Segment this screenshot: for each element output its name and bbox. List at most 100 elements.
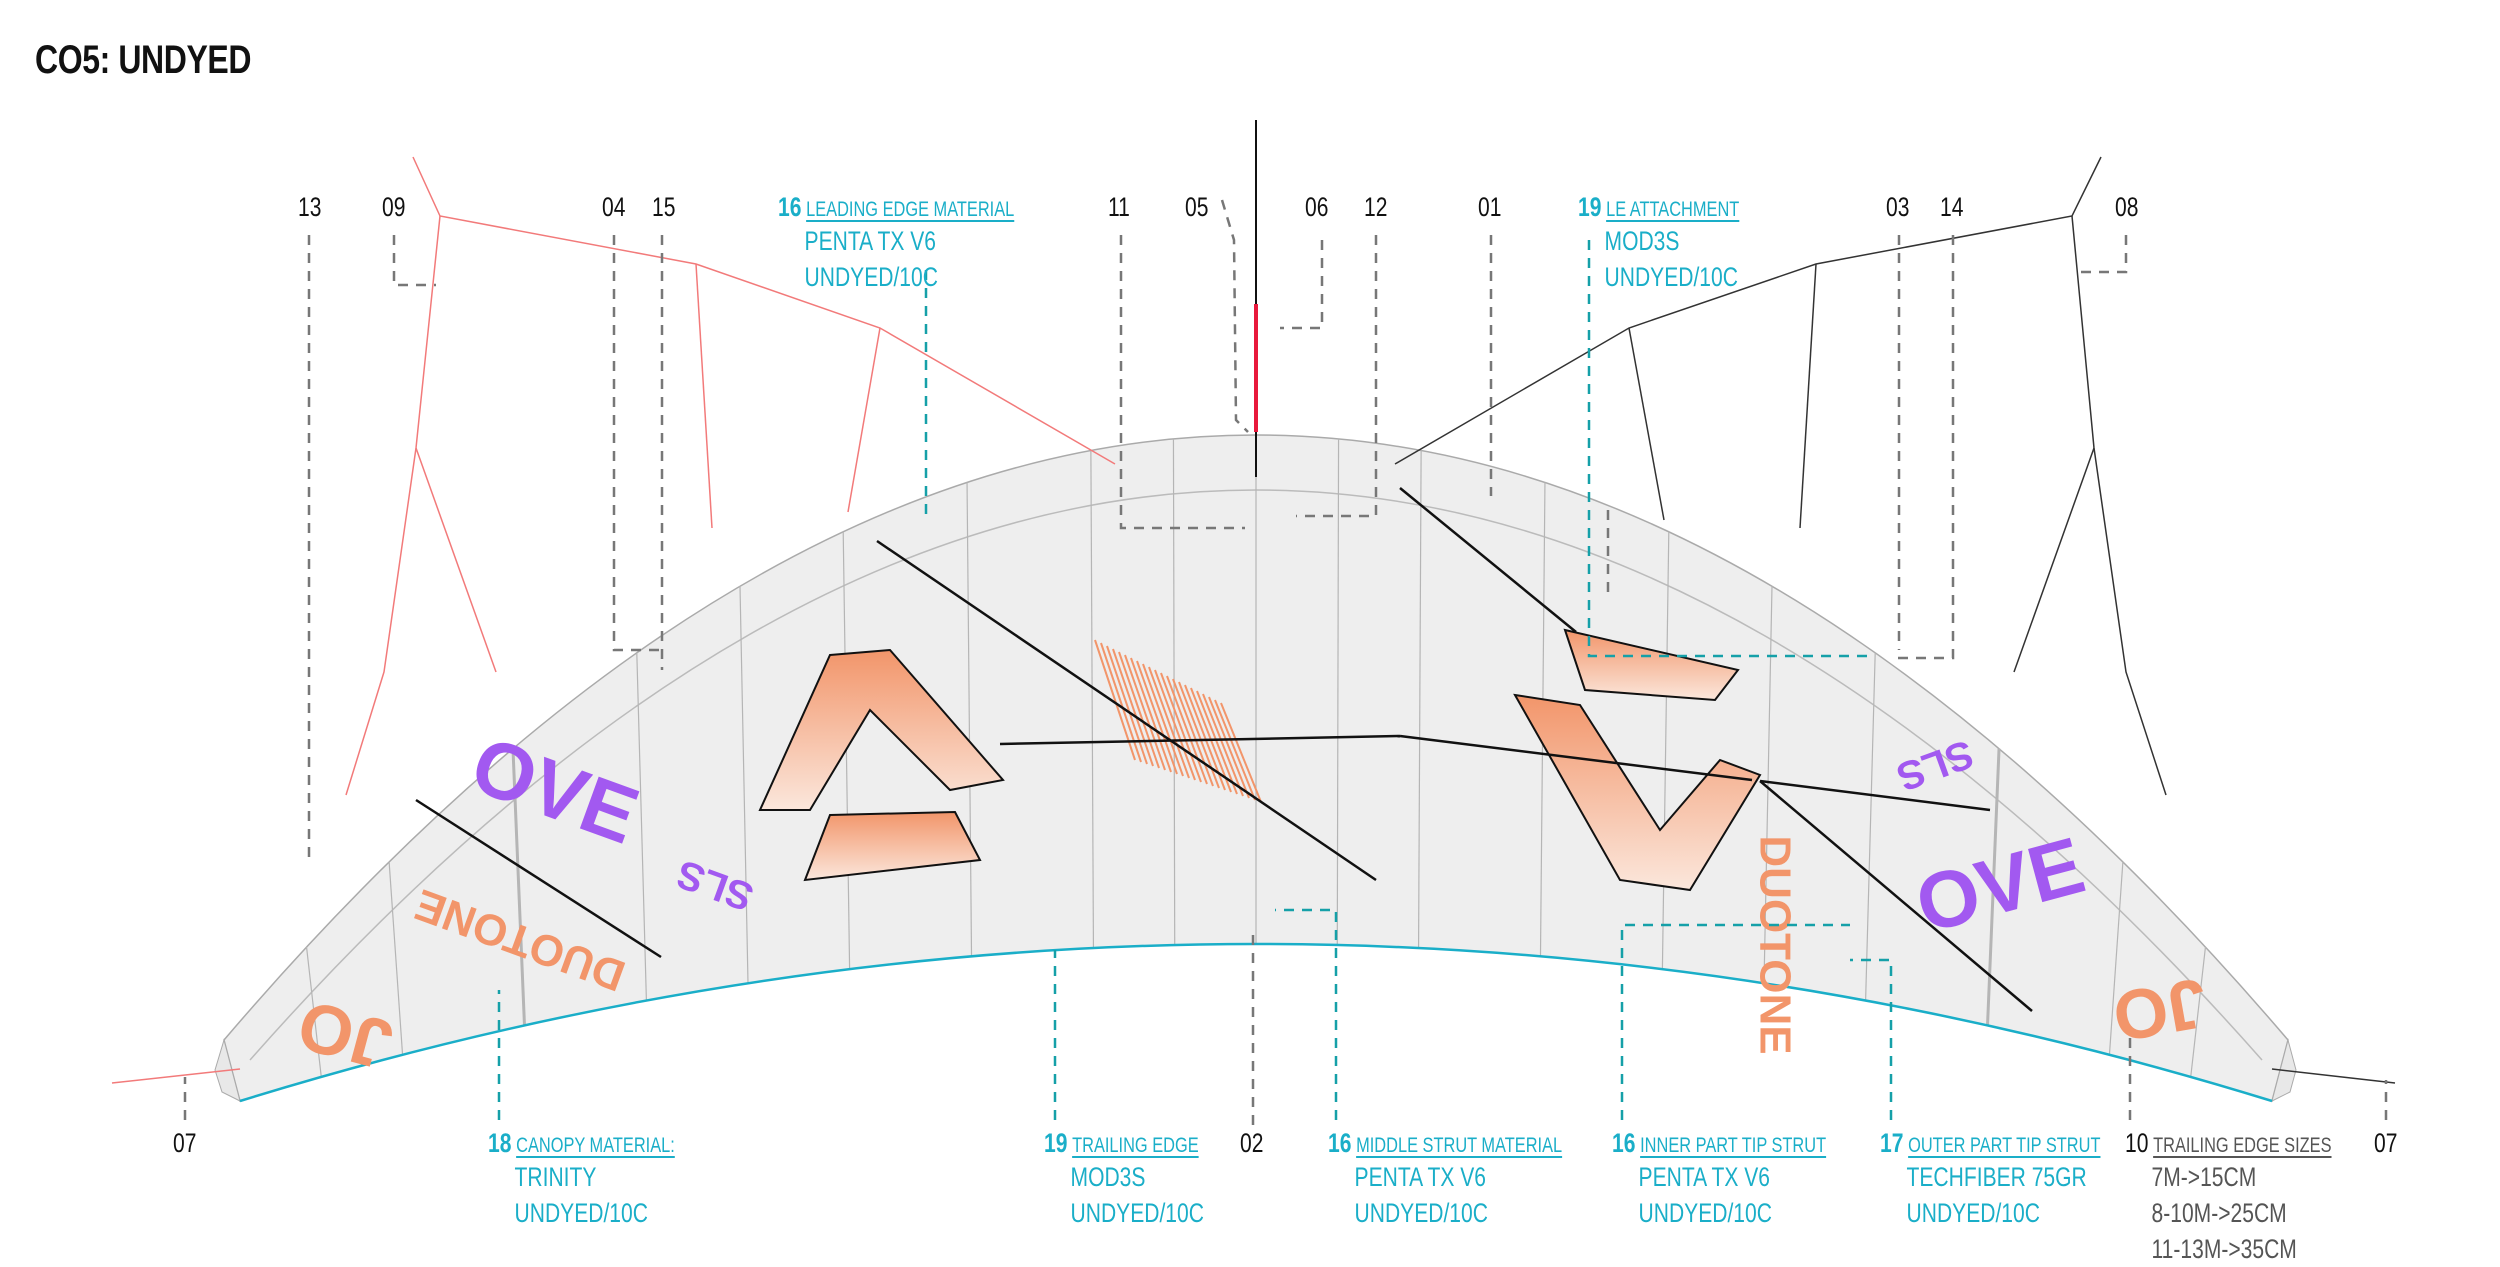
hatch-line — [1166, 675, 1208, 785]
canopy-seam — [1865, 652, 1876, 1001]
marker-07-left: 07 — [173, 1128, 197, 1158]
callout-heading: TRAILING EDGE SIZES — [2153, 1134, 2332, 1157]
graphic-chevron-left — [758, 648, 1005, 811]
canopy-seam — [2190, 947, 2207, 1077]
callout-line: 11-13M->35CM — [2151, 1234, 2297, 1264]
callout-line: UNDYED/10C — [1604, 262, 1738, 292]
leader-lines — [183, 199, 2388, 1125]
marker-15: 15 — [652, 192, 676, 222]
canopy-seam — [1172, 438, 1176, 946]
hatch-line — [1112, 648, 1154, 767]
hatch-line — [1202, 693, 1244, 797]
marker-11: 11 — [1108, 192, 1130, 222]
hatch-line — [1154, 669, 1196, 781]
callout-line: PENTA TX V6 — [804, 226, 937, 256]
callout-line: 8-10M->25CM — [2151, 1198, 2287, 1228]
canopy-seam — [1986, 748, 2001, 1026]
hatch-line — [1094, 639, 1136, 761]
bridle-left — [111, 156, 1116, 1084]
callout-line: UNDYED/10C — [514, 1198, 648, 1228]
hatch-line — [1160, 672, 1202, 783]
callout-line: UNDYED/10C — [1638, 1198, 1772, 1228]
hatch-line — [1118, 651, 1160, 769]
callout-line: UNDYED/10C — [1070, 1198, 1204, 1228]
hatch-line — [1178, 681, 1220, 789]
canopy-seam — [1090, 450, 1095, 949]
hatch-line — [1220, 702, 1262, 803]
canopy-seam — [739, 586, 749, 984]
leader-lines-accent — [497, 240, 1893, 1120]
marker-01: 01 — [1478, 192, 1502, 222]
logo-jo-right: JO — [2107, 963, 2213, 1056]
hatch-line — [1130, 657, 1172, 773]
marker-02: 02 — [1240, 1128, 1264, 1158]
trailing-edge — [239, 942, 2273, 1103]
marker-12: 12 — [1364, 192, 1388, 222]
canopy-seam — [966, 482, 973, 957]
hatch-line — [1172, 678, 1214, 787]
callout-line: PENTA TX V6 — [1638, 1162, 1771, 1192]
callout-line: UNDYED/10C — [1354, 1198, 1488, 1228]
hatch-line — [1148, 666, 1190, 779]
callout-line: TRINITY — [514, 1162, 597, 1192]
canopy-seam — [511, 748, 526, 1026]
callout-line: MOD3S — [1604, 226, 1680, 256]
callout-number: 19 — [1044, 1128, 1068, 1158]
hatch-line — [1124, 654, 1166, 771]
callout-heading: MIDDLE STRUT MATERIAL — [1356, 1134, 1563, 1157]
callout-number: 16 — [1612, 1128, 1636, 1158]
marker-07-right: 07 — [2374, 1128, 2398, 1158]
marker-06: 06 — [1305, 192, 1329, 222]
callout-number: 16 — [778, 192, 802, 222]
canopy-seam — [305, 947, 322, 1077]
callout-heading: CANOPY MATERIAL: — [516, 1134, 675, 1157]
marker-03: 03 — [1886, 192, 1910, 222]
canopy-seam — [636, 652, 647, 1001]
canopy-seam — [1763, 586, 1773, 984]
callout-heading: LEADING EDGE MATERIAL — [806, 198, 1015, 221]
diagonal-lines — [415, 487, 2033, 1012]
hatch-line — [1106, 645, 1148, 765]
hatch-line — [1196, 690, 1238, 795]
page-title: CO5: UNDYED — [35, 38, 252, 82]
callout-line: 7M->15CM — [2151, 1162, 2257, 1192]
marker-09: 09 — [382, 192, 406, 222]
hatch-line — [1136, 660, 1178, 775]
graphic-chevron-right — [1513, 693, 1762, 892]
marker-05: 05 — [1185, 192, 1209, 222]
callout-heading: OUTER PART TIP STRUT — [1908, 1134, 2101, 1157]
hatch-line — [1214, 699, 1256, 801]
callout-heading: LE ATTACHMENT — [1606, 198, 1740, 221]
callout-heading: TRAILING EDGE — [1072, 1134, 1199, 1157]
callout-line: TECHFIBER 75GR — [1906, 1162, 2087, 1192]
callout-number: 17 — [1880, 1128, 1904, 1158]
callout-line: UNDYED/10C — [1906, 1198, 2040, 1228]
callout-number: 18 — [488, 1128, 512, 1158]
logo-duotone-right: DUOTONE — [1751, 835, 1800, 1054]
canopy-seam — [1336, 438, 1340, 946]
marker-14: 14 — [1940, 192, 1964, 222]
callout-line: PENTA TX V6 — [1354, 1162, 1487, 1192]
callout-number: 19 — [1578, 192, 1602, 222]
callout-line: MOD3S — [1070, 1162, 1146, 1192]
canopy-seam — [2108, 861, 2124, 1055]
canopy-seam — [388, 861, 404, 1055]
callout-number: 10 — [2125, 1128, 2149, 1158]
marker-13: 13 — [298, 192, 322, 222]
hatch-line — [1142, 663, 1184, 777]
callout-heading: INNER PART TIP STRUT — [1640, 1134, 1827, 1157]
canopy-seam — [1417, 450, 1422, 949]
hatch-line — [1208, 696, 1250, 799]
graphic-bar-left — [803, 810, 982, 882]
callout-number: 16 — [1328, 1128, 1352, 1158]
canopy-seam — [1661, 531, 1670, 970]
